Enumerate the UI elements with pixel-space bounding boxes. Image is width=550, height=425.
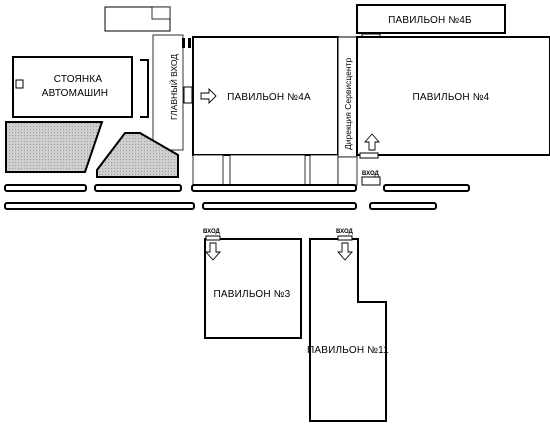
pavilion-3[interactable]	[204, 238, 302, 339]
road-segment-6	[202, 202, 357, 210]
pavilion-4-label: ПАВИЛЬОН №4	[413, 92, 490, 103]
road-segment-2	[94, 184, 182, 192]
annex-4a-1	[192, 154, 224, 186]
pavilion-11[interactable]	[309, 238, 387, 422]
main-entrance-corridor[interactable]	[152, 34, 184, 151]
parking-lot[interactable]	[12, 56, 133, 118]
pavilion-11-label: ПАВИЛЬОН №11	[307, 345, 389, 356]
pavilion-4-door[interactable]	[359, 152, 379, 159]
pavilion-4[interactable]	[356, 36, 550, 156]
road-segment-7	[369, 202, 437, 210]
main-entrance-post-1	[182, 38, 185, 48]
pavilion-3-entrance-arrow-icon	[205, 242, 221, 261]
road-segment-5	[4, 202, 195, 210]
main-entrance-label: ГЛАВНЫЙ ВХОД	[168, 54, 179, 120]
pavilion-4-gate	[361, 176, 381, 186]
pavilion-4b-label: ПАВИЛЬОН №4Б	[388, 15, 472, 26]
parking-label-line1: СТОЯНКА	[54, 74, 103, 85]
small-building-top-annex	[151, 6, 171, 20]
parking-side-bracket	[140, 59, 149, 118]
annex-service	[337, 156, 358, 186]
main-entrance-post-2	[188, 38, 191, 48]
pavilion-4-entrance-arrow-icon	[364, 133, 380, 151]
pavilion-4a-entrance-arrow-icon	[200, 87, 217, 105]
service-center-label: Дирекция Сервисцентр	[343, 58, 353, 150]
pavilion-3-entrance-label: ВХОД	[203, 229, 221, 235]
annex-4a-2	[229, 154, 306, 186]
parking-marker	[15, 79, 24, 89]
pavilion-4b[interactable]	[356, 4, 506, 34]
pavilion-4-entrance-label: ВХОД	[362, 171, 380, 177]
annex-4a-3	[309, 154, 339, 186]
pavilion-4a[interactable]	[192, 36, 339, 156]
parking-label-line2: АВТОМАШИН	[42, 88, 108, 99]
main-entrance-door[interactable]	[183, 86, 193, 104]
hatched-area-middle	[96, 132, 179, 178]
pavilion-4a-label: ПАВИЛЬОН №4А	[227, 92, 311, 103]
pavilion-3-label: ПАВИЛЬОН №3	[214, 289, 291, 300]
pavilion-11-entrance-arrow-icon	[337, 242, 353, 261]
road-segment-1	[4, 184, 87, 192]
pavilion-11-door[interactable]	[337, 235, 353, 241]
pavilion-3-door[interactable]	[205, 235, 221, 241]
pavilion-11-entrance-label: ВХОД	[336, 229, 354, 235]
road-segment-4	[383, 184, 470, 192]
road-segment-3	[191, 184, 357, 192]
hatched-area-left	[5, 121, 104, 173]
